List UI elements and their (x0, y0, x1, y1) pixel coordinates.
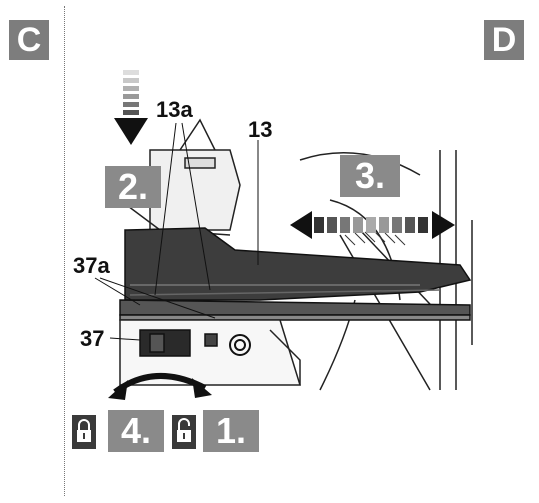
motor-housing (149, 118, 241, 231)
panel-label-d: D (484, 20, 524, 60)
padlock-closed-icon (72, 415, 96, 449)
padlock-open-icon (172, 415, 196, 449)
leader-lines (94, 122, 259, 341)
callout-13: 13 (248, 117, 273, 142)
panel-divider (64, 6, 65, 496)
step-4-badge: 4. (108, 410, 164, 452)
callout-37a: 37a (73, 253, 110, 278)
blade-teeth (344, 231, 406, 246)
step-3-badge: 3. (340, 155, 400, 197)
adjustment-knob (229, 334, 251, 356)
callout-37: 37 (80, 326, 105, 351)
base-plate (119, 299, 471, 321)
blade-guard (299, 150, 473, 391)
panel-label-c: C (9, 20, 49, 60)
rotation-arrow-head-left (108, 380, 128, 400)
step-1-badge: 1. (203, 410, 259, 452)
lock-lever-37 (139, 329, 218, 357)
step-2-badge: 2. (105, 166, 161, 208)
dust-channel-13 (124, 227, 472, 301)
rotation-arrow-head-right (192, 378, 212, 398)
callout-13a: 13a (156, 97, 193, 122)
slide-arrow (290, 211, 455, 239)
down-arrow (114, 70, 148, 145)
